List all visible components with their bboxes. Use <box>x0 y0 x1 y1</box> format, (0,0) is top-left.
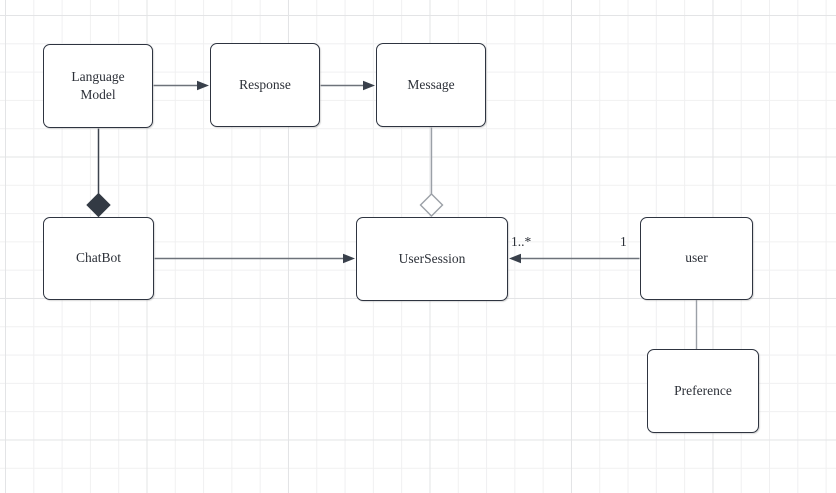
node-response[interactable]: Response <box>210 43 320 127</box>
arrowhead-icon <box>509 253 521 264</box>
node-label: Message <box>407 76 455 92</box>
node-label: UserSession <box>398 250 466 266</box>
edge-languagemodel-chatbot-composition[interactable] <box>86 128 111 218</box>
node-label: ChatBot <box>75 250 121 266</box>
composition-diamond-icon <box>86 192 111 218</box>
node-chatbot[interactable]: ChatBot <box>43 217 154 300</box>
node-language-model[interactable]: Language Model <box>43 44 153 128</box>
edge-languagemodel-response[interactable] <box>153 80 210 91</box>
edge-user-usersession[interactable] <box>509 253 640 264</box>
node-label: Preference <box>674 382 732 398</box>
arrowhead-icon <box>197 80 209 91</box>
node-label: user <box>685 250 708 266</box>
arrowhead-icon <box>363 80 375 91</box>
multiplicity-label-source: 1 <box>620 234 627 249</box>
node-label: Language Model <box>71 68 125 102</box>
aggregation-diamond-icon <box>419 193 444 217</box>
node-label: Response <box>239 76 291 92</box>
node-preference[interactable]: Preference <box>647 349 759 433</box>
node-user-session[interactable]: UserSession <box>356 217 508 301</box>
multiplicity-label-target: 1..* <box>511 234 532 249</box>
node-user[interactable]: user <box>640 217 753 300</box>
arrowhead-icon <box>343 253 355 264</box>
edge-message-usersession-aggregation[interactable] <box>419 127 444 217</box>
edge-chatbot-usersession[interactable] <box>154 253 356 264</box>
node-message[interactable]: Message <box>376 43 486 127</box>
edge-response-message[interactable] <box>320 80 376 91</box>
